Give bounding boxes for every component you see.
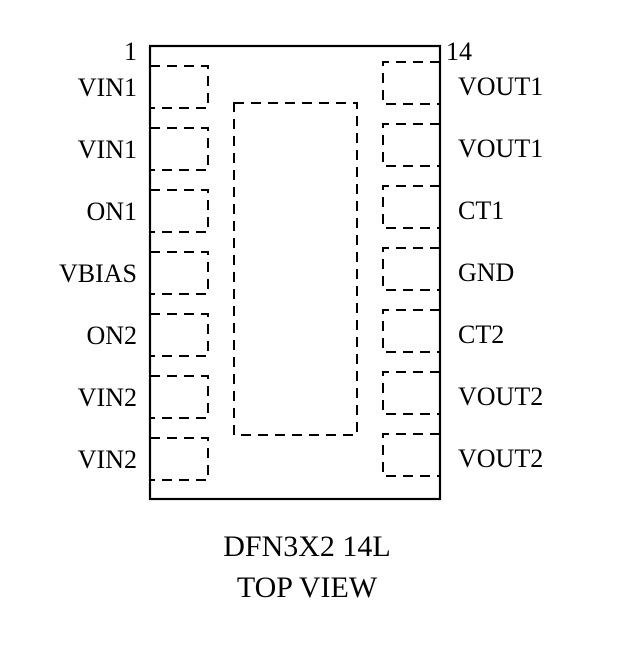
package-name-caption: DFN3X2 14L	[223, 530, 391, 563]
right-pin-pad	[382, 247, 440, 291]
left-pin-pad	[150, 127, 209, 171]
right-pin-label: CT1	[458, 196, 504, 225]
right-pin-label: GND	[458, 258, 514, 287]
right-pin-pad	[382, 371, 440, 415]
right-pin-label: VOUT1	[458, 72, 543, 101]
pin-1-number: 1	[124, 37, 137, 66]
thermal-pad	[233, 102, 358, 436]
left-pin-label: ON2	[86, 321, 137, 350]
left-pin-pad	[150, 65, 209, 109]
left-pin-label: VIN1	[78, 135, 137, 164]
right-pin-label: CT2	[458, 320, 504, 349]
right-pin-label: VOUT1	[458, 134, 543, 163]
right-pin-pad	[382, 433, 440, 477]
right-pin-label: VOUT2	[458, 444, 543, 473]
pin-14-number: 14	[446, 37, 472, 66]
right-pin-pad	[382, 123, 440, 167]
left-pin-label: VIN1	[78, 73, 137, 102]
view-caption: TOP VIEW	[237, 571, 378, 604]
left-pin-pad	[150, 437, 209, 481]
left-pin-label: ON1	[86, 197, 137, 226]
package-outline	[148, 44, 442, 501]
left-pin-label: VBIAS	[59, 259, 137, 288]
right-pin-pad	[382, 185, 440, 229]
left-pin-label: VIN2	[78, 383, 137, 412]
left-pin-label: VIN2	[78, 445, 137, 474]
left-pin-pad	[150, 251, 209, 295]
left-pin-pad	[150, 375, 209, 419]
left-pin-pad	[150, 313, 209, 357]
right-pin-label: VOUT2	[458, 382, 543, 411]
right-pin-pad	[382, 309, 440, 353]
left-pin-pad	[150, 189, 209, 233]
right-pin-pad	[382, 61, 440, 105]
